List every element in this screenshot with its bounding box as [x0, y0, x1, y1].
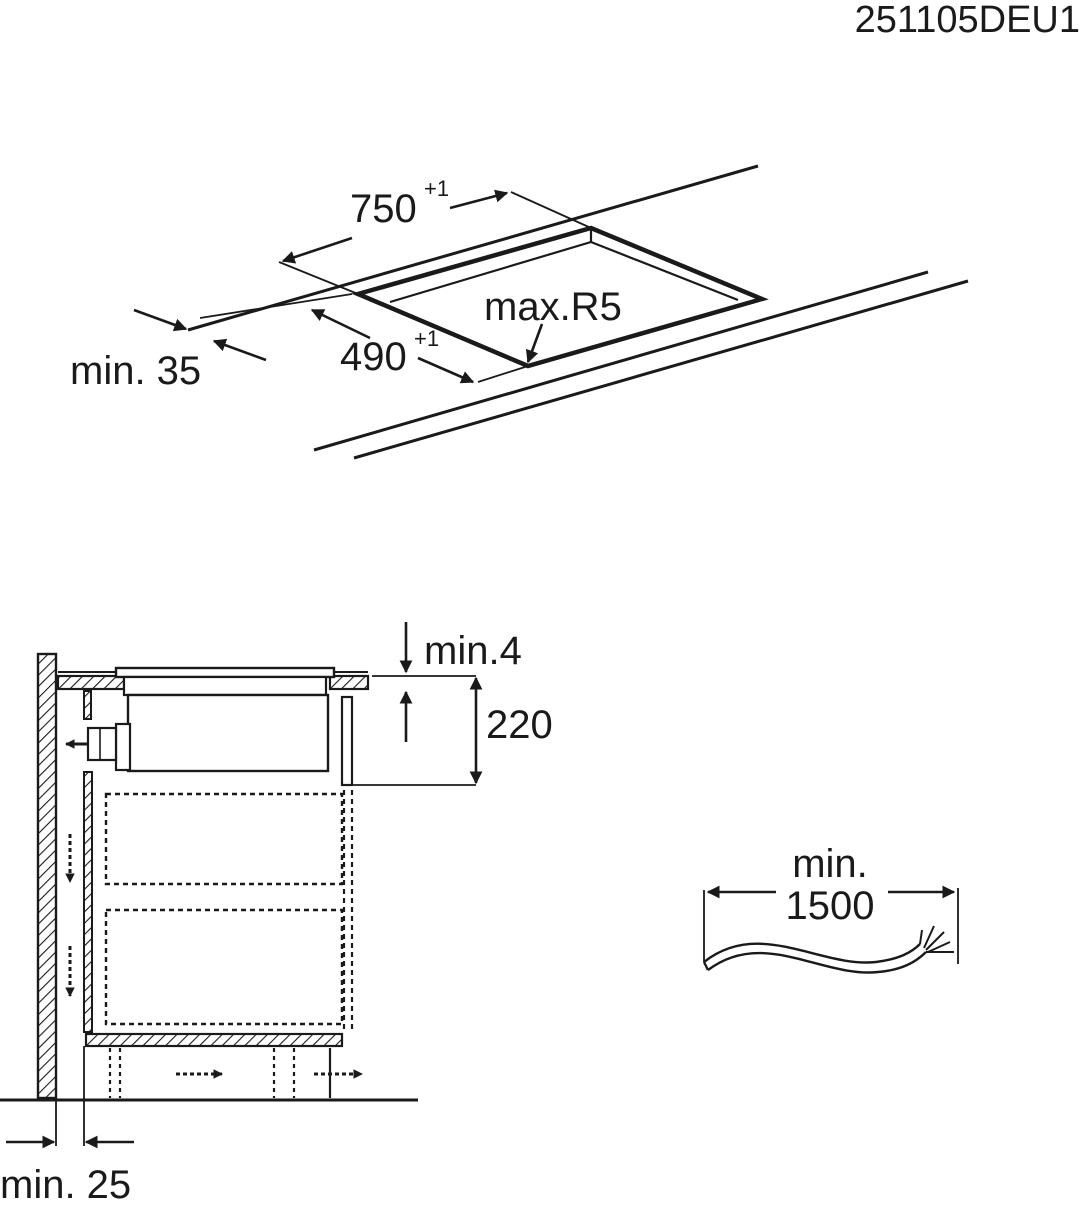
depth-arrow-up	[310, 308, 371, 340]
edge-distance-arrow-right	[212, 338, 267, 362]
cable-end-cap	[702, 961, 710, 971]
radius-label: max.R5	[484, 285, 622, 329]
height-label: 220	[486, 703, 553, 747]
radius-pointer-arrow	[525, 323, 544, 364]
drawer-upper	[104, 792, 344, 886]
edge-distance-arrow-left	[133, 308, 188, 332]
hob-glass	[114, 666, 336, 679]
cable-lower-edge	[707, 951, 927, 974]
worktop-front-edge-top	[313, 270, 929, 452]
back-panel-lower	[83, 771, 93, 1033]
wall	[36, 652, 58, 1100]
worktop-back-edge	[187, 164, 759, 332]
cable-length-label-line1: min.	[792, 842, 868, 886]
cable-wire-ends	[919, 925, 954, 953]
worktop-front-edge-bottom	[353, 279, 969, 460]
cutout-outline	[351, 225, 769, 369]
front-panel	[340, 695, 354, 787]
hob-frame	[122, 675, 328, 697]
section-view	[0, 622, 483, 1149]
width-extension-left	[278, 261, 359, 295]
cabinet-bottom	[84, 1032, 344, 1048]
fan-outlet-nozzle	[86, 726, 118, 762]
worktop-left	[56, 674, 126, 691]
gap-label: min.4	[424, 629, 522, 673]
width-tolerance-label: +1	[424, 176, 449, 201]
back-panel-upper	[83, 690, 92, 720]
width-arrow-left	[281, 236, 353, 264]
depth-extension-bottom	[477, 365, 529, 383]
drawer-lower	[104, 908, 344, 1026]
depth-value-label: 490	[340, 335, 407, 379]
hob-body	[126, 693, 330, 773]
width-value-label: 750	[350, 187, 417, 231]
cutout-view	[133, 164, 969, 460]
edge-distance-label: min. 35	[70, 349, 201, 393]
document-code: 251105DEU1	[855, 0, 1080, 41]
depth-tolerance-label: +1	[414, 326, 439, 351]
width-extension-right	[510, 191, 592, 229]
worktop-right	[328, 674, 370, 691]
depth-arrow-down	[417, 356, 475, 384]
width-arrow-right	[449, 189, 509, 210]
cable-view	[702, 885, 959, 974]
fan-outlet-housing	[114, 722, 132, 772]
depth-extension-top	[199, 293, 353, 319]
cable-upper-edge	[703, 942, 921, 964]
cable-length-label-line2: 1500	[786, 884, 875, 928]
wall-distance-label: min. 25	[0, 1163, 131, 1200]
